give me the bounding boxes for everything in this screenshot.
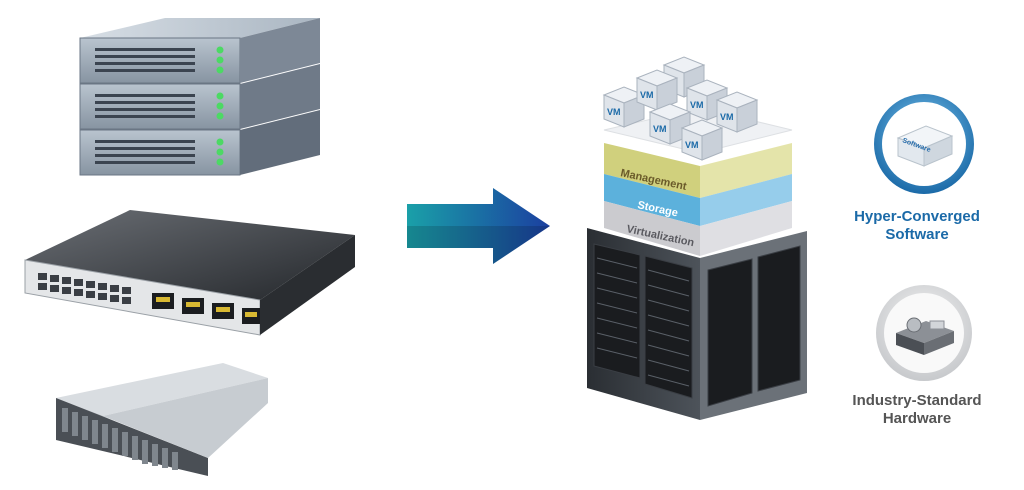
hci-stack-graphic: VM VM VM VM bbox=[587, 56, 807, 420]
vm-label: VM bbox=[690, 100, 704, 110]
storage-server-icon bbox=[56, 363, 268, 476]
software-cube-icon: Software bbox=[874, 94, 974, 194]
virtualization-layer bbox=[604, 201, 700, 256]
vm-label: VM bbox=[607, 107, 621, 117]
management-layer bbox=[604, 143, 700, 198]
network-switch bbox=[20, 205, 360, 350]
storage-server bbox=[48, 358, 273, 478]
vm-cubes: VM VM VM VM bbox=[602, 56, 759, 161]
hardware-badge bbox=[874, 283, 974, 383]
storage-layer bbox=[604, 174, 700, 226]
vm-label: VM bbox=[640, 90, 654, 100]
hardware-appliance-icon bbox=[876, 285, 972, 381]
transition-arrow bbox=[405, 186, 555, 268]
rack-servers bbox=[70, 8, 340, 208]
vm-label: VM bbox=[685, 140, 699, 150]
transition-arrow-icon bbox=[407, 188, 550, 264]
software-badge: Software bbox=[872, 92, 976, 196]
hci-stack: VM VM VM VM bbox=[582, 48, 812, 423]
vm-label: VM bbox=[653, 124, 667, 134]
rack-server-icon bbox=[79, 18, 320, 176]
vm-label: VM bbox=[720, 112, 734, 122]
network-switch-icon bbox=[24, 210, 355, 336]
